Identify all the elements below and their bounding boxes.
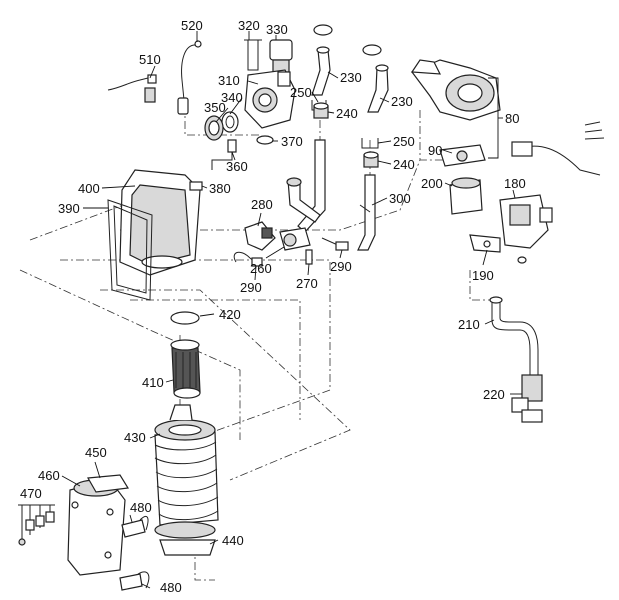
label-200: 200 [421,176,443,191]
label-300: 300 [389,191,411,206]
label-280: 280 [251,197,273,212]
cover-450 [87,474,129,493]
sensor-290-left [233,251,263,267]
label-480-bottom: 480 [160,580,182,595]
label-350: 350 [204,100,226,115]
o-ring-370 [256,135,274,145]
gas-pipe-210 [489,296,539,375]
label-420: 420 [219,307,241,322]
reference-labels: 520 320 330 510 310 230 230 250 240 350 … [20,18,526,595]
label-210: 210 [458,317,480,332]
label-260: 260 [250,261,272,276]
hose-230-right [362,44,389,113]
nipple-240-bottom [363,151,379,168]
fan-cable-harness [511,121,605,176]
label-310: 310 [218,73,240,88]
leader-lines [61,31,522,589]
label-390: 390 [58,201,80,216]
label-290-right: 290 [330,259,352,274]
sensor-290-right [321,237,349,251]
fan-80 [410,59,501,121]
combustion-chamber-400 [119,169,201,276]
label-460: 460 [38,468,60,483]
label-240-top: 240 [336,106,358,121]
label-220: 220 [483,387,505,402]
sensor-520 [177,40,202,115]
label-520: 520 [181,18,203,33]
label-470: 470 [20,486,42,501]
cable-510 [107,74,157,103]
label-290-left: 290 [240,280,262,295]
pressure-switch-330 [269,39,293,73]
hydraulic-block-310 [244,69,296,129]
sensor-380 [189,181,203,191]
heat-exchanger-430 [154,404,219,526]
gas-valve-180 [499,194,553,264]
fixings-470 [18,504,55,546]
hose-230-left [311,24,333,96]
label-190: 190 [472,268,494,283]
label-320: 320 [238,18,260,33]
label-330: 330 [266,22,288,37]
label-230-left: 230 [340,70,362,85]
pipe-300 [357,174,376,251]
seal-ring-340 [221,111,239,133]
label-450: 450 [85,445,107,460]
label-80: 80 [505,111,519,126]
label-340: 340 [221,90,243,105]
seal-420 [170,311,200,325]
label-250-top: 250 [290,85,312,100]
label-180: 180 [504,176,526,191]
label-510: 510 [139,52,161,67]
label-410: 410 [142,375,164,390]
tap-220 [511,374,543,423]
valve-280 [244,221,276,251]
label-400: 400 [78,181,100,196]
collector-440 [154,521,216,556]
label-380: 380 [209,181,231,196]
clip-480-top [121,515,149,538]
label-370: 370 [281,134,303,149]
label-480-top: 480 [130,500,152,515]
label-430: 430 [124,430,146,445]
label-240-bottom: 240 [393,157,415,172]
connector-260 [279,227,311,251]
label-250-bottom: 250 [393,134,415,149]
pipe-assembly [286,139,326,233]
screw-270 [305,249,313,265]
clip-320 [244,39,262,71]
mixing-chamber-200 [449,177,483,215]
label-440: 440 [222,533,244,548]
gasket-90 [439,144,486,167]
frame-390 [107,199,153,301]
clip-480-bottom [119,571,150,591]
nipple-240-top [313,102,329,119]
label-90: 90 [428,143,442,158]
label-360: 360 [226,159,248,174]
housing-460 [67,479,126,576]
flange-350 [204,115,224,141]
label-230-right: 230 [391,94,413,109]
bracket-190 [469,234,501,253]
label-270: 270 [296,276,318,291]
burner-410 [170,339,201,399]
